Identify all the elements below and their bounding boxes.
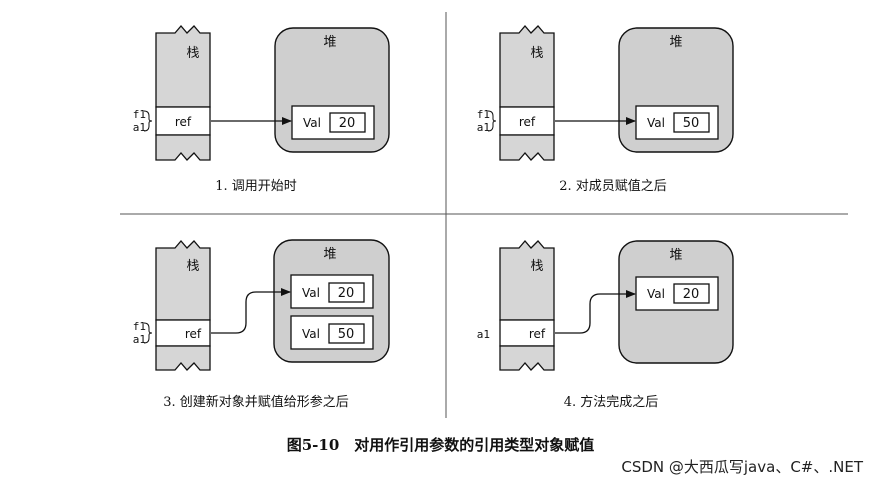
- value-cell: [673, 112, 710, 133]
- val-label: Val: [647, 287, 665, 301]
- stack-ref-cell: [155, 319, 211, 347]
- panel-3: 栈 ref f1 a1 堆 Val 20 Val 50 3. 创建新对象并赋值给…: [133, 239, 390, 410]
- stack-bottom: [499, 134, 555, 161]
- var-label-a1: a1: [133, 333, 146, 346]
- panel-2: 栈 ref f1 a1 堆 Val 50 2. 对成员赋值之后: [477, 25, 734, 194]
- value-cell: [328, 323, 365, 344]
- panel-4: 栈 ref a1 堆 Val 20 4. 方法完成之后: [477, 240, 734, 410]
- stack-ref-cell: [155, 106, 211, 136]
- stack-bottom: [155, 345, 211, 371]
- ref-label: ref: [519, 115, 536, 129]
- ref-label: ref: [175, 115, 192, 129]
- value-text: 20: [683, 287, 700, 302]
- var-label-a1: a1: [477, 328, 490, 341]
- var-label-a1: a1: [477, 121, 490, 134]
- panel-caption: 2. 对成员赋值之后: [559, 178, 667, 194]
- var-label-a1: a1: [133, 121, 146, 134]
- var-label-f1: f1: [133, 320, 146, 333]
- heap-label: 堆: [669, 35, 682, 50]
- stack-ref-cell: [499, 319, 555, 347]
- stack-body: [499, 25, 555, 108]
- stack-label: 栈: [530, 259, 543, 274]
- heap-label: 堆: [323, 35, 336, 50]
- value-text: 50: [338, 327, 355, 342]
- heap-label: 堆: [669, 248, 682, 263]
- value-text: 20: [339, 116, 356, 131]
- var-label-f1: f1: [477, 108, 490, 121]
- ref-label: ref: [185, 327, 202, 341]
- heap-label: 堆: [323, 247, 336, 262]
- panel-caption: 1. 调用开始时: [215, 179, 297, 194]
- stack-label: 栈: [186, 259, 199, 274]
- stack-body: [155, 25, 211, 108]
- value-cell: [328, 282, 365, 303]
- var-brace: [487, 110, 497, 132]
- var-brace: [143, 110, 153, 132]
- val-label: Val: [303, 116, 321, 130]
- val-label: Val: [647, 116, 665, 130]
- panel-caption: 4. 方法完成之后: [564, 394, 659, 410]
- panel-1: 栈 ref f1 a1 堆 Val 20 1. 调用开始时: [133, 25, 390, 194]
- stack-body: [499, 240, 555, 321]
- stack-bottom: [499, 345, 555, 371]
- stack-body: [155, 240, 211, 321]
- stack-bottom: [155, 134, 211, 161]
- ref-label: ref: [529, 327, 546, 341]
- value-text: 20: [338, 286, 355, 301]
- figure-caption: 图5-10 对用作引用参数的引用类型对象赋值: [286, 436, 595, 454]
- reference-arrow: [211, 288, 291, 334]
- stack-label: 栈: [530, 46, 543, 61]
- panel-caption: 3. 创建新对象并赋值给形参之后: [163, 394, 349, 410]
- reference-arrow: [555, 290, 636, 334]
- stack-label: 栈: [186, 46, 199, 61]
- val-label: Val: [302, 286, 320, 300]
- var-brace: [143, 322, 153, 344]
- val-label: Val: [302, 327, 320, 341]
- value-text: 50: [683, 116, 700, 131]
- watermark-text: CSDN @大西瓜写java、C#、.NET: [621, 458, 863, 476]
- value-cell: [329, 112, 366, 133]
- value-cell: [673, 283, 710, 304]
- var-label-f1: f1: [133, 108, 146, 121]
